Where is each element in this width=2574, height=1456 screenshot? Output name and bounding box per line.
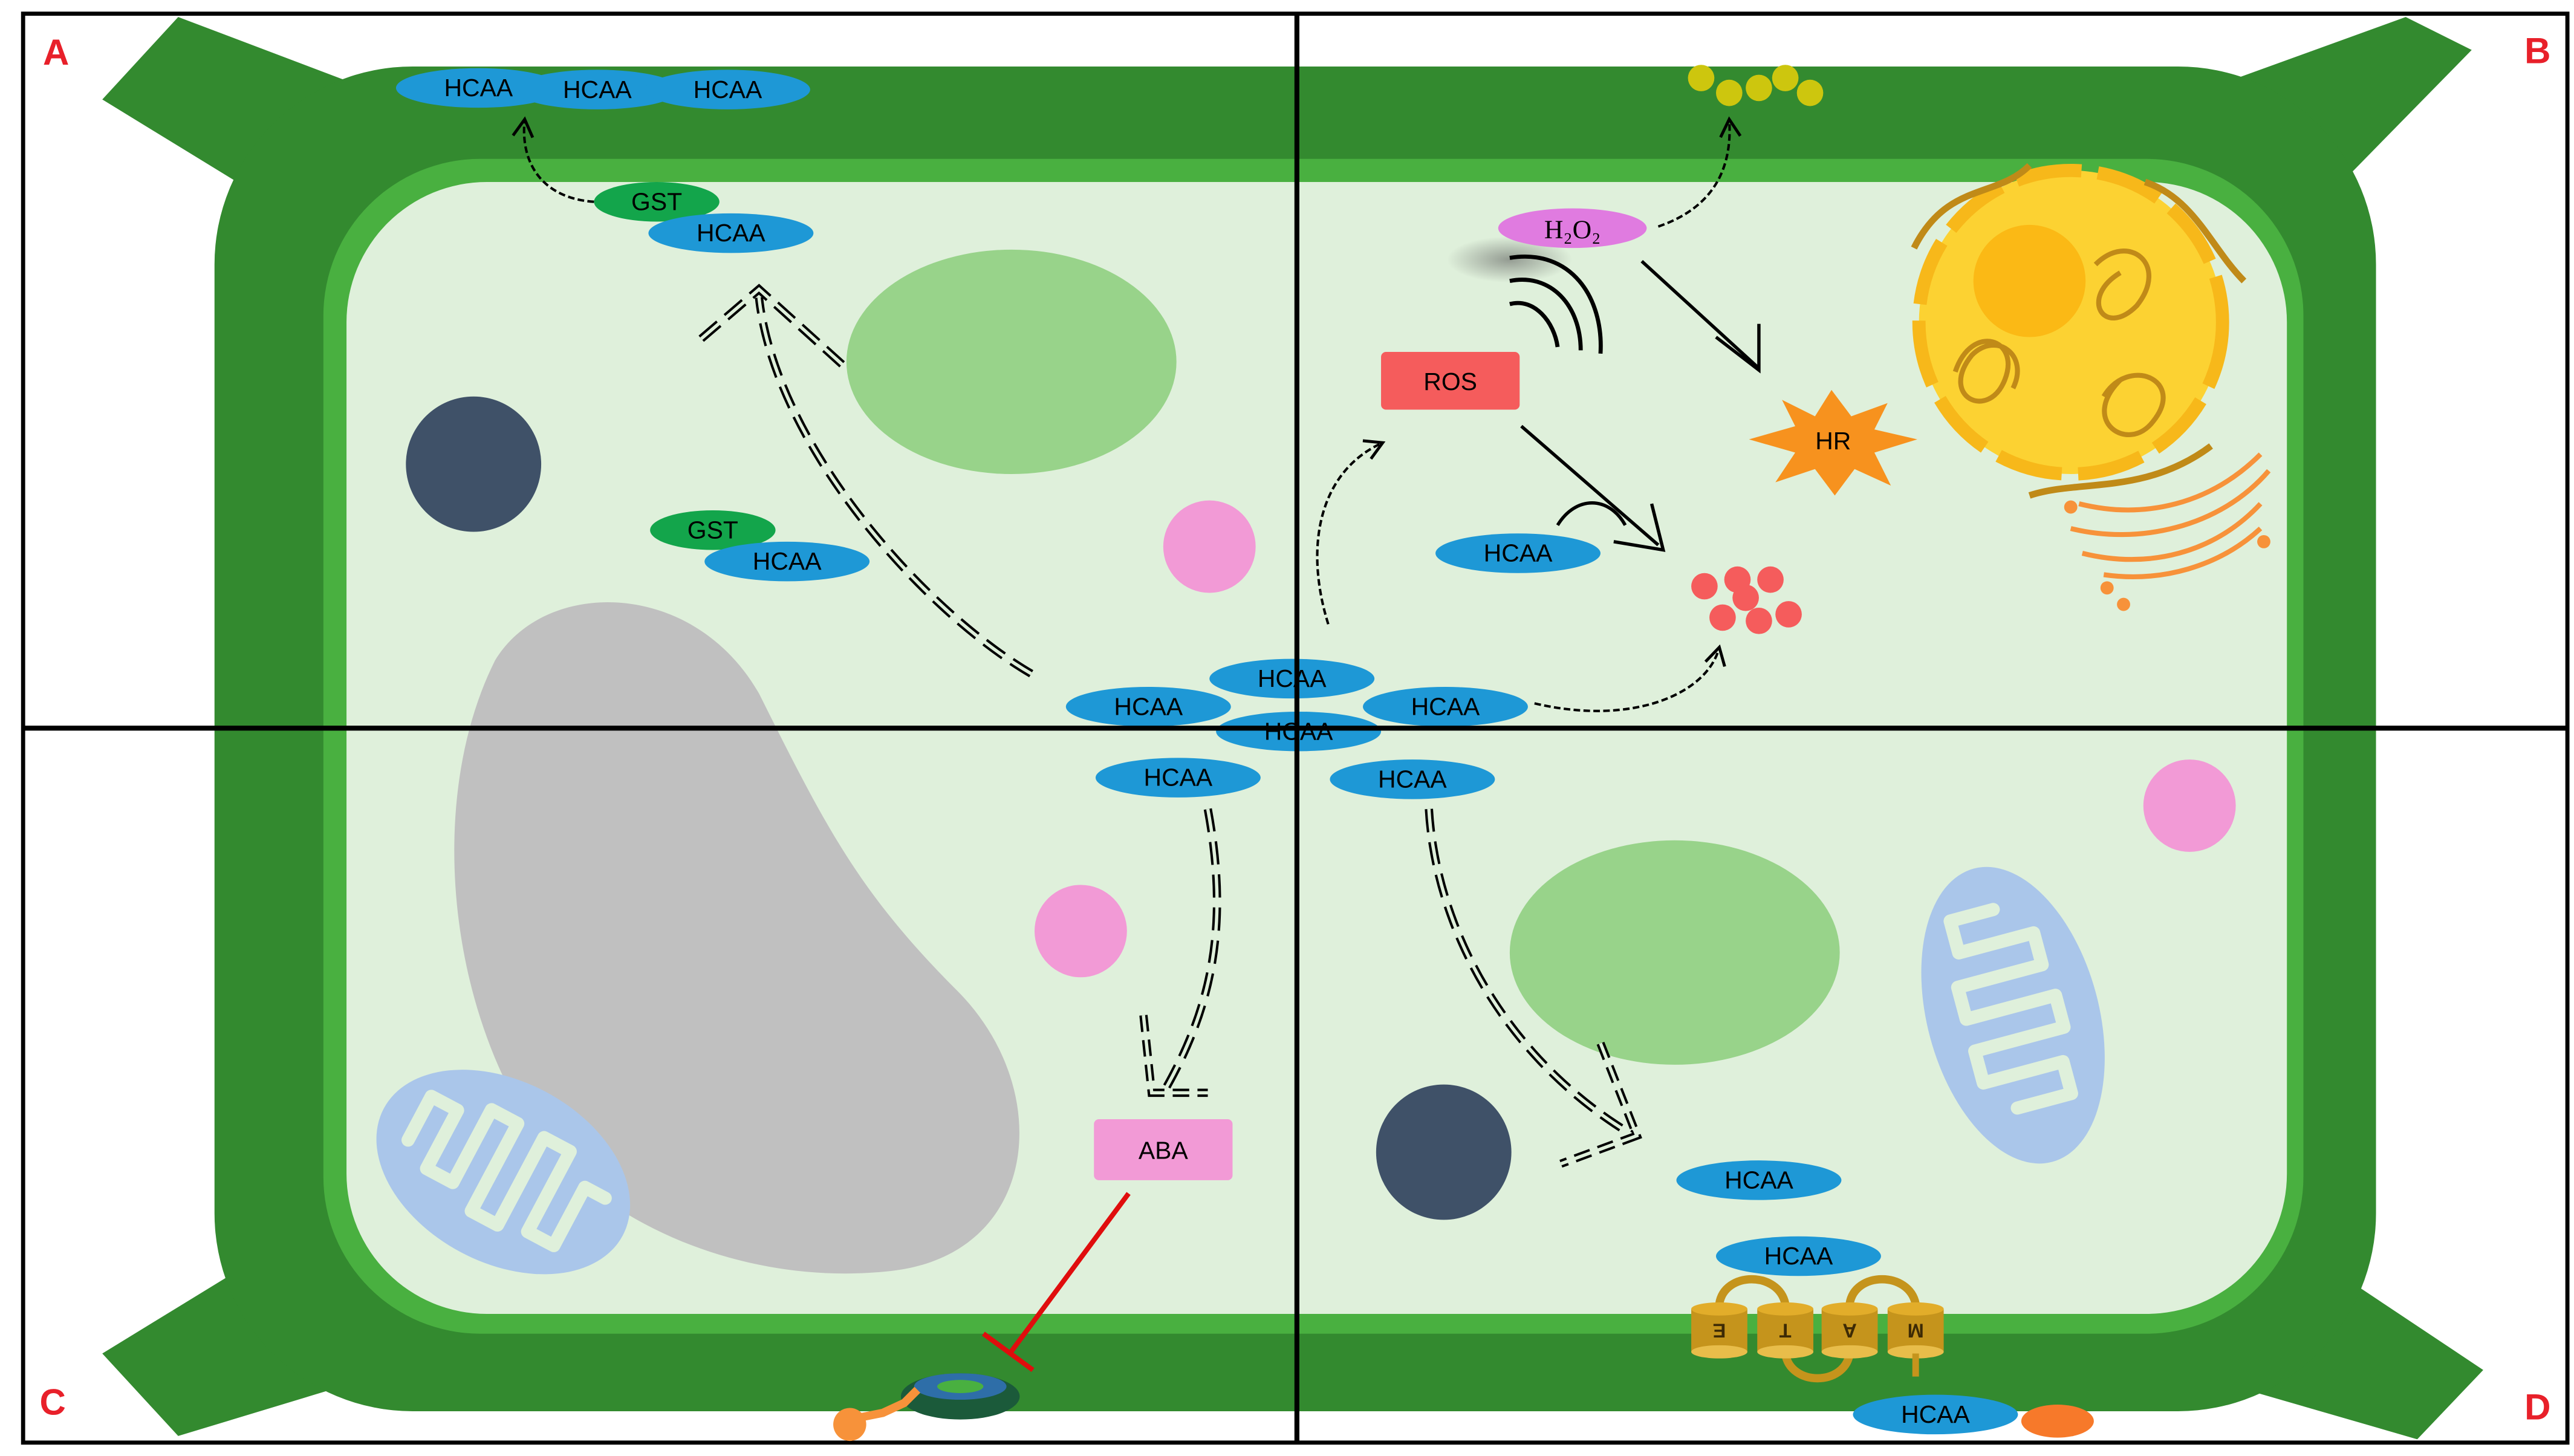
organelle-dark-d <box>1376 1084 1512 1220</box>
h2o2-molecule: H₂O₂ <box>1498 208 1647 249</box>
panel-label-d: D <box>2524 1387 2550 1428</box>
hcaa-center-1: HCAA <box>1065 687 1231 727</box>
panel-label-c: C <box>39 1382 65 1422</box>
svg-text:HCAA: HCAA <box>1901 1400 1970 1428</box>
hr-label: HR <box>1815 427 1851 455</box>
h2o2-waves <box>1447 236 1603 354</box>
transport-arrows <box>512 116 1742 1168</box>
gst-label-1: GST <box>631 187 682 215</box>
peroxisome-c <box>1034 885 1127 978</box>
ros-cluster <box>1691 566 1802 634</box>
panel-label-b: B <box>2524 31 2550 71</box>
svg-text:HCAA: HCAA <box>1258 665 1327 692</box>
aba-inhibition <box>981 1192 1131 1373</box>
chloroplast-a <box>846 249 1177 474</box>
hcaa-d-1: HCAA <box>1676 1160 1842 1200</box>
hcaa-wall-3: HCAA <box>645 70 810 109</box>
peroxisome-d <box>2143 759 2236 852</box>
hcaa-center-6: HCAA <box>1330 759 1495 799</box>
signal-arrows <box>1520 259 1761 552</box>
aba-channel <box>833 1373 1020 1441</box>
chloroplast-d <box>1509 840 1840 1065</box>
ros-label: ROS <box>1423 368 1477 395</box>
ros-box: ROS <box>1381 352 1520 410</box>
svg-text:HCAA: HCAA <box>1764 1242 1833 1270</box>
hcaa-wall-2: HCAA <box>515 70 680 109</box>
svg-text:HCAA: HCAA <box>444 74 513 102</box>
svg-text:HCAA: HCAA <box>563 76 632 103</box>
hcaa-center-2: HCAA <box>1209 658 1375 699</box>
svg-text:HCAA: HCAA <box>1378 765 1447 793</box>
aba-box: ABA <box>1094 1119 1233 1180</box>
hcaa-d-exported: HCAA <box>1853 1394 2018 1435</box>
hcaa-center-3: HCAA <box>1363 687 1528 727</box>
svg-text:HCAA: HCAA <box>1484 539 1553 567</box>
svg-text:HCAA: HCAA <box>694 76 762 103</box>
hcaa-molecules: HCAA HCAA HCAA GST HCAA GST HCAA HCAA HC… <box>395 68 2018 1435</box>
mate-letter-t: T <box>1779 1319 1792 1342</box>
wall-polymer-beads <box>1688 65 1824 106</box>
aba-label: ABA <box>1139 1136 1189 1164</box>
gst-conjugate-wall: GST HCAA <box>594 181 814 253</box>
hcaa-b-cytoplasm: HCAA <box>1435 533 1601 573</box>
svg-text:HCAA: HCAA <box>1411 692 1480 720</box>
hr-nucleus-disintegrating <box>1911 163 2271 611</box>
vacuole <box>454 602 1019 1274</box>
gst-label-2: GST <box>687 516 738 544</box>
hcaa-d-2: HCAA <box>1716 1236 1881 1276</box>
panel-label-a: A <box>43 32 69 73</box>
hcaa-label-gst-1: HCAA <box>697 219 765 247</box>
mate-transporter: E T A M <box>1691 1275 1944 1383</box>
mate-letter-a: A <box>1842 1319 1857 1342</box>
organelle-dark-a <box>406 396 542 532</box>
gst-conjugate-cytoplasm: GST HCAA <box>650 510 870 582</box>
peroxisome-a <box>1163 500 1256 593</box>
svg-text:HCAA: HCAA <box>1144 764 1213 791</box>
hcaa-label-gst-2: HCAA <box>753 547 822 575</box>
mate-letter-e: E <box>1713 1319 1726 1342</box>
svg-text:HCAA: HCAA <box>1724 1166 1793 1194</box>
hcaa-center-5: HCAA <box>1095 758 1261 798</box>
mitochondrion-d <box>1921 866 2105 1164</box>
pathogen-blob <box>2021 1405 2094 1438</box>
h2o2-label: H₂O₂ <box>1544 215 1601 244</box>
hr-burst: HR <box>1749 389 1917 496</box>
mate-letter-m: M <box>1908 1319 1924 1342</box>
svg-text:HCAA: HCAA <box>1114 692 1183 720</box>
mitochondrion-c <box>376 1070 631 1275</box>
hcaa-wall-1: HCAA <box>395 68 561 108</box>
